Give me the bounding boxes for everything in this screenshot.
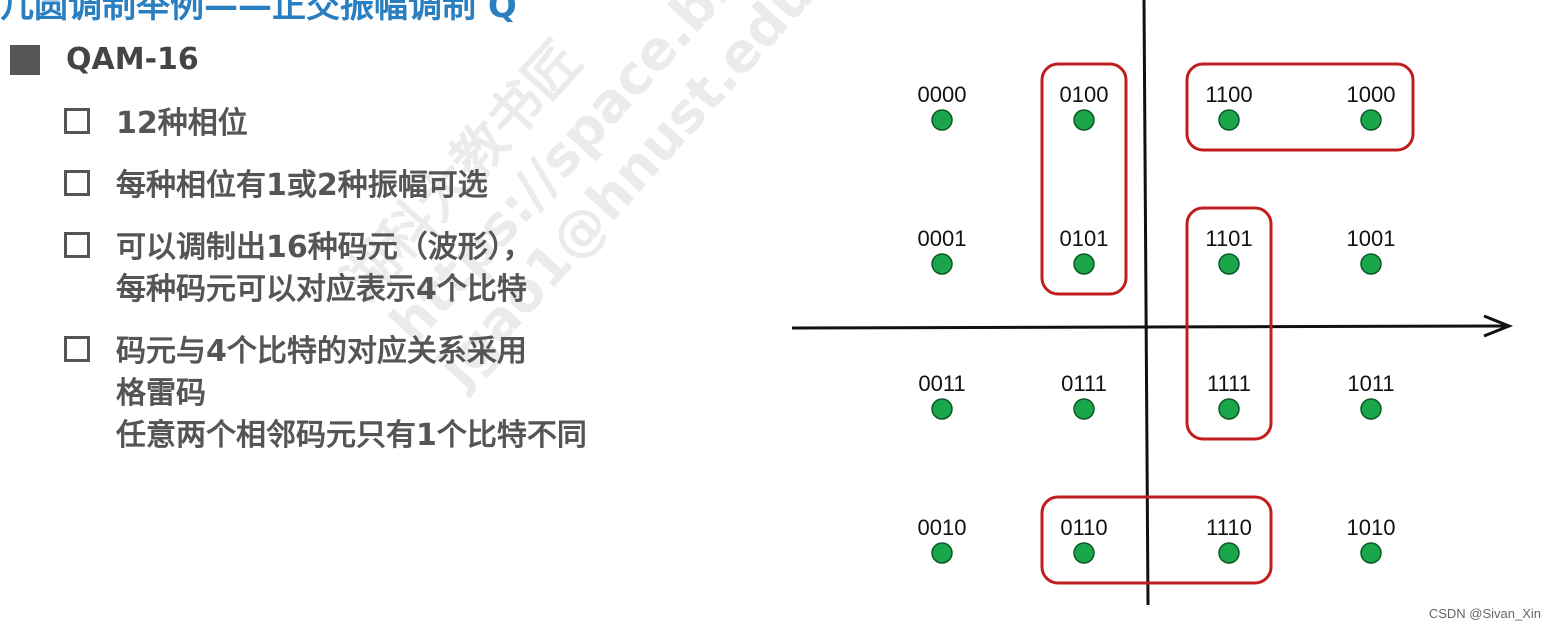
bullet-line: 可以调制出16种码元（波形）， [116,230,533,265]
constellation-point [1073,542,1095,564]
constellation-point [1360,109,1382,131]
constellation-point [1218,398,1240,420]
point-label: 0110 [1060,515,1107,540]
slide-title-fragment: 几圆调制举例——正交振幅调制 Q [0,0,517,26]
section-heading: QAM-16 [10,42,199,77]
bullet-line: 每种码元可以对应表示4个比特 [116,272,527,307]
constellation-point [1360,398,1382,420]
highlight-box [1040,62,1128,296]
hollow-square-bullet-icon [64,108,90,134]
point-label: 1110 [1206,515,1252,540]
constellation-point [1360,253,1382,275]
point-label: 1101 [1205,226,1252,251]
constellation-point [1218,253,1240,275]
bullet-text: 每种相位有1或2种振幅可选 [116,165,488,207]
bullet-line: 格雷码 [116,376,206,411]
constellation-point-layer: 0000 0100 1100 1000 0001 0101 1101 1001 0011 0111… [918,82,1396,564]
hollow-square-bullet-icon [64,170,90,196]
point-label: 0100 [1060,82,1109,107]
bullet-text: 码元与4个比特的对应关系采用 格雷码 任意两个相邻码元只有1个比特不同 [116,331,587,457]
bullet-line: 12种相位 [116,106,248,141]
bullet-item: 可以调制出16种码元（波形）， 每种码元可以对应表示4个比特 [64,227,533,311]
constellation-point [1073,109,1095,131]
horizontal-axis [791,324,1506,330]
point-label: 1100 [1205,82,1252,107]
point-label: 0011 [918,371,965,396]
hollow-square-bullet-icon [64,336,90,362]
highlight-box [1040,495,1273,585]
constellation-point [1218,542,1240,564]
constellation-point [931,542,953,564]
constellation-point [931,109,953,131]
heading-text: QAM-16 [66,42,199,77]
hollow-square-bullet-icon [64,232,90,258]
highlight-box [1185,206,1273,441]
point-label: 1111 [1207,371,1251,396]
bullet-item: 每种相位有1或2种振幅可选 [64,165,488,207]
point-label: 1001 [1347,226,1396,251]
bullet-text: 12种相位 [116,103,248,145]
axis-arrow-icon [1483,314,1514,338]
point-label: 0000 [918,82,967,107]
bullet-text: 可以调制出16种码元（波形）， 每种码元可以对应表示4个比特 [116,227,533,311]
vertical-axis [1142,0,1150,606]
constellation-point [1073,398,1095,420]
point-label: 1000 [1347,82,1396,107]
constellation-point [1218,109,1240,131]
credit-text: CSDN @Sivan_Xin [1428,606,1541,621]
bullet-item: 12种相位 [64,103,248,145]
point-label: 1010 [1347,515,1396,540]
bullet-item: 码元与4个比特的对应关系采用 格雷码 任意两个相邻码元只有1个比特不同 [64,331,587,457]
constellation-point [1360,542,1382,564]
bullet-line: 码元与4个比特的对应关系采用 [116,334,527,369]
constellation-point [1073,253,1095,275]
point-label: 0111 [1061,371,1107,396]
point-label: 0101 [1060,226,1109,251]
constellation-point [931,398,953,420]
point-label: 1011 [1347,371,1394,396]
point-label: 0001 [918,226,967,251]
constellation-point [931,253,953,275]
bullet-line: 每种相位有1或2种振幅可选 [116,168,488,203]
filled-square-bullet-icon [10,44,40,75]
highlight-group-layer [1040,62,1415,585]
point-label: 0010 [918,515,967,540]
highlight-box [1185,62,1415,152]
bullet-line: 任意两个相邻码元只有1个比特不同 [116,418,587,453]
